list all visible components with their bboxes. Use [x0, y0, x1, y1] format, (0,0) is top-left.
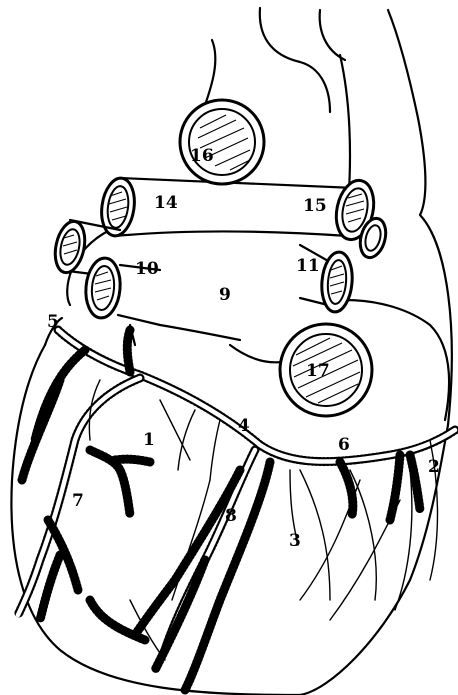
label-15: 15 [303, 196, 327, 216]
label-8: 8 [225, 506, 237, 526]
label-9: 9 [219, 285, 231, 305]
label-1: 1 [143, 430, 155, 450]
pulmonary-artery-tubes [98, 176, 390, 260]
vena-cava-superior [180, 100, 264, 184]
label-2: 2 [428, 457, 440, 477]
label-14: 14 [154, 193, 178, 213]
label-16: 16 [190, 146, 214, 166]
label-4: 4 [238, 416, 250, 436]
label-11: 11 [296, 256, 320, 276]
label-5: 5 [47, 312, 59, 332]
label-7: 7 [72, 491, 84, 511]
label-6: 6 [338, 435, 350, 455]
label-17: 17 [306, 361, 330, 381]
label-10: 10 [135, 259, 159, 279]
label-3: 3 [289, 531, 301, 551]
left-atrium [67, 230, 449, 420]
